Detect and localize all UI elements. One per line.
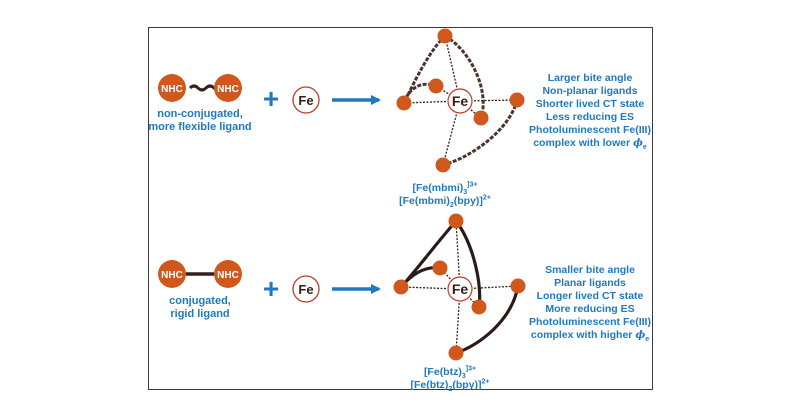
property-line: Less reducing ES	[545, 111, 635, 123]
property-line: Shorter lived CT state	[535, 98, 645, 110]
bottom-complex: Fe	[393, 213, 526, 361]
plus-sign: +	[263, 273, 279, 304]
nhc-ball-left	[158, 74, 186, 102]
nhc-ball-left	[158, 260, 186, 288]
property-line: Planar ligands	[554, 277, 626, 289]
top-ligand-caption: non-conjugated, more flexible ligand	[148, 108, 252, 133]
iron-reagent: Fe	[292, 86, 320, 114]
property-line: Photoluminescent Fe(III)	[529, 316, 651, 328]
nhc-label-left: NHC	[161, 84, 183, 95]
svg-text:Fe: Fe	[298, 282, 313, 297]
nhc-label-left: NHC	[161, 270, 183, 281]
fe-center	[447, 88, 473, 114]
top-flexible-ligand: NHC NHC	[158, 74, 242, 102]
svg-text:Fe: Fe	[452, 281, 469, 297]
bottom-rigid-ligand: NHC NHC	[158, 260, 242, 288]
property-line: More reducing ES	[545, 303, 635, 315]
nhc-label-right: NHC	[217, 270, 239, 281]
nhc-ball-right	[214, 260, 242, 288]
plus-sign: +	[263, 83, 279, 114]
property-line: Photoluminescent Fe(III)	[529, 124, 651, 136]
figure-frame	[148, 27, 653, 390]
nhc-ball-right	[214, 74, 242, 102]
fe-center	[447, 276, 473, 302]
property-line: Non-planar ligands	[542, 85, 638, 97]
top-complex-formulas: [Fe(mbmi)3]3+ [Fe(mbmi)2(bpy)]2+	[399, 181, 491, 210]
svg-text:Fe: Fe	[298, 93, 313, 108]
property-line: Smaller bite angle	[545, 264, 635, 276]
property-line: Longer lived CT state	[536, 290, 644, 302]
property-line: complex with lower ϕe	[533, 137, 647, 152]
bottom-ligand-caption: conjugated, rigid ligand	[169, 295, 231, 320]
bottom-properties-list: Smaller bite angle Planar ligands Longer…	[525, 264, 655, 344]
bottom-complex-formulas: [Fe(btz)3]3+ [Fe(btz)2(bpy)]2+	[410, 365, 490, 394]
iron-reagent: Fe	[292, 275, 320, 303]
top-properties-list: Larger bite angle Non-planar ligands Sho…	[525, 72, 655, 152]
top-complex: Fe	[396, 28, 525, 173]
nhc-label-right: NHC	[217, 84, 239, 95]
svg-text:Fe: Fe	[452, 93, 469, 109]
property-line: Larger bite angle	[547, 72, 633, 84]
property-line: complex with higher ϕe	[530, 329, 650, 344]
